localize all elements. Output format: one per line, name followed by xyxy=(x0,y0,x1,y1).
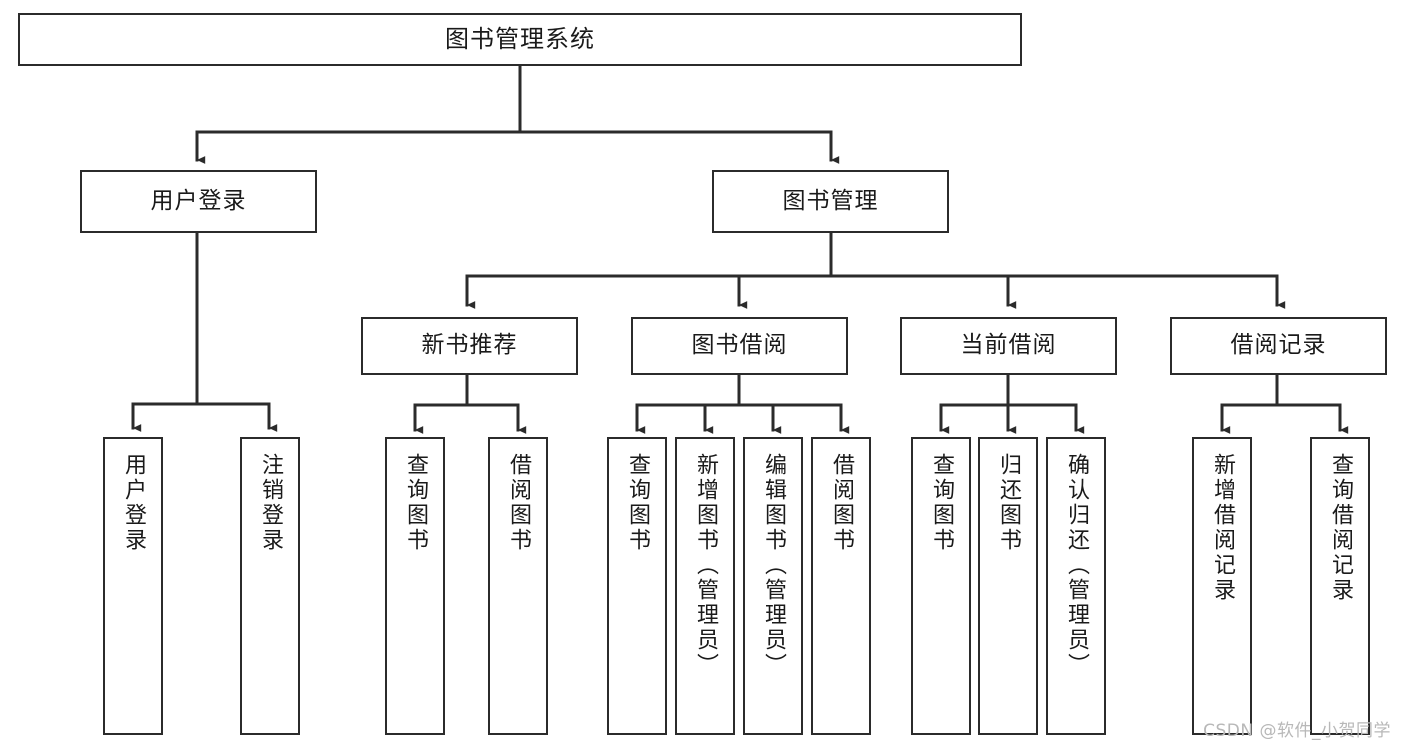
node-label: 当前借阅 xyxy=(960,332,1057,359)
leaf-edit-book-admin[interactable]: 编辑图书（管理员） xyxy=(743,437,803,735)
leaf-query-books-current[interactable]: 查询图书 xyxy=(911,437,971,735)
node-label: 查询图书 xyxy=(403,453,428,553)
node-label: 编辑图书（管理员） xyxy=(761,453,786,678)
node-label: 图书借阅 xyxy=(691,332,788,359)
node-user-login[interactable]: 用户登录 xyxy=(80,170,317,233)
node-label: 借阅记录 xyxy=(1230,332,1327,359)
leaf-add-book-admin[interactable]: 新增图书（管理员） xyxy=(675,437,735,735)
node-label: 新增借阅记录 xyxy=(1210,453,1235,603)
leaf-borrow-books[interactable]: 借阅图书 xyxy=(811,437,871,735)
node-book-management[interactable]: 图书管理 xyxy=(712,170,949,233)
node-label: 确认归还（管理员） xyxy=(1064,453,1089,678)
leaf-borrow-books-new[interactable]: 借阅图书 xyxy=(488,437,548,735)
node-borrowing-records[interactable]: 借阅记录 xyxy=(1170,317,1387,375)
leaf-query-borrow-record[interactable]: 查询借阅记录 xyxy=(1310,437,1370,735)
leaf-return-books[interactable]: 归还图书 xyxy=(978,437,1038,735)
node-label: 图书管理系统 xyxy=(445,25,595,54)
csdn-watermark: CSDN @软件_小贺同学 xyxy=(1203,721,1391,741)
leaf-user-login[interactable]: 用户登录 xyxy=(103,437,163,735)
leaf-confirm-return-admin[interactable]: 确认归还（管理员） xyxy=(1046,437,1106,735)
node-label: 借阅图书 xyxy=(506,453,531,553)
leaf-add-borrow-record[interactable]: 新增借阅记录 xyxy=(1192,437,1252,735)
node-label: 图书管理 xyxy=(782,187,879,214)
node-label: 用户登录 xyxy=(121,453,146,553)
node-label: 注销登录 xyxy=(258,453,283,553)
node-label: 借阅图书 xyxy=(829,453,854,553)
node-book-borrowing[interactable]: 图书借阅 xyxy=(631,317,848,375)
leaf-query-books-borrow[interactable]: 查询图书 xyxy=(607,437,667,735)
node-new-book-recommendation[interactable]: 新书推荐 xyxy=(361,317,578,375)
leaf-logout[interactable]: 注销登录 xyxy=(240,437,300,735)
node-label: 归还图书 xyxy=(996,453,1021,553)
node-current-borrowing[interactable]: 当前借阅 xyxy=(900,317,1117,375)
node-label: 新增图书（管理员） xyxy=(693,453,718,678)
node-root-book-management-system[interactable]: 图书管理系统 xyxy=(18,13,1022,66)
node-label: 新书推荐 xyxy=(421,332,518,359)
node-label: 用户登录 xyxy=(150,187,247,214)
node-label: 查询借阅记录 xyxy=(1328,453,1353,603)
leaf-query-books-new[interactable]: 查询图书 xyxy=(385,437,445,735)
node-label: 查询图书 xyxy=(929,453,954,553)
node-label: 查询图书 xyxy=(625,453,650,553)
